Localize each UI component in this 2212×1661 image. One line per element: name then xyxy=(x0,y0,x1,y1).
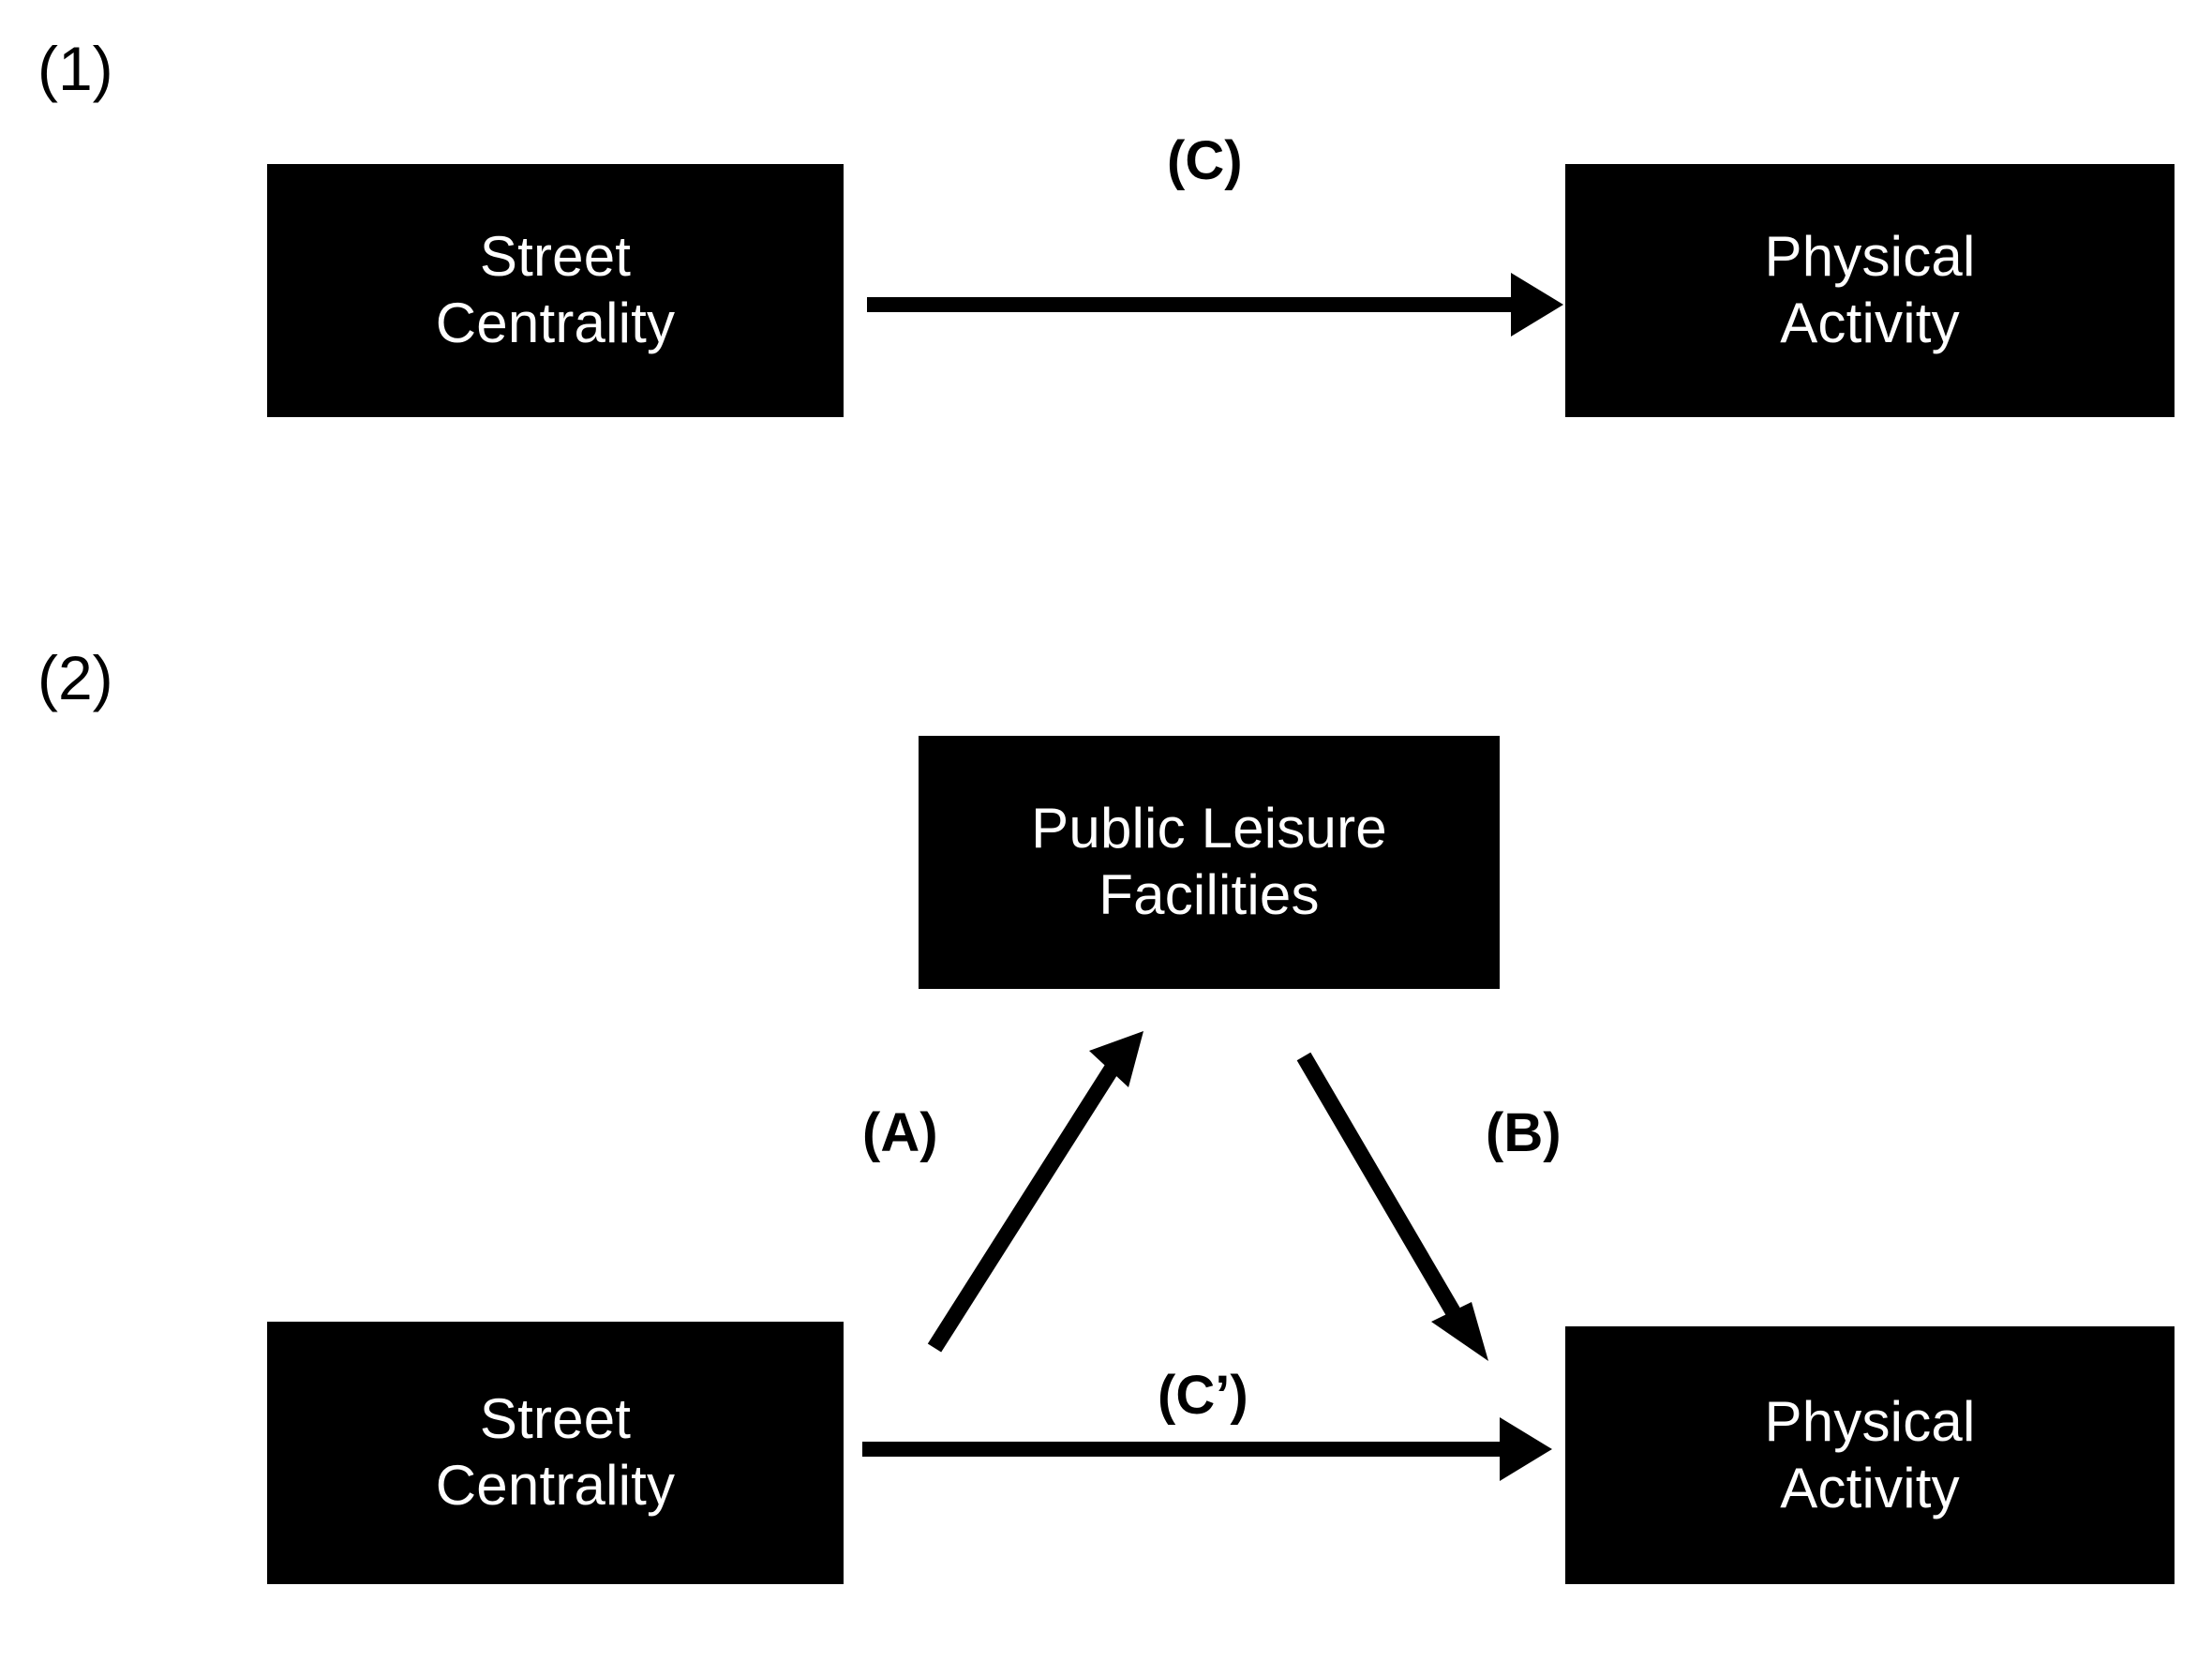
box-street-centrality-panel1: Street Centrality xyxy=(267,164,844,417)
box-public-leisure-facilities-line1: Public Leisure xyxy=(1031,797,1387,860)
arrow-path-b xyxy=(1296,1052,1488,1361)
box-physical-activity-panel1-line1: Physical xyxy=(1764,225,1976,289)
path-label-b: (B) xyxy=(1486,1102,1562,1163)
panel-2-index-label: (2) xyxy=(37,643,113,712)
box-physical-activity-panel2-line2: Activity xyxy=(1780,1456,1960,1519)
box-physical-activity-panel1: Physical Activity xyxy=(1565,164,2175,417)
arrow-path-c xyxy=(867,273,1563,337)
box-street-centrality-panel1-line2: Centrality xyxy=(435,292,676,354)
panel-1-index-label: (1) xyxy=(37,34,113,103)
box-street-centrality-panel2: Street Centrality xyxy=(267,1322,844,1584)
box-street-centrality-panel2-line2: Centrality xyxy=(435,1454,676,1517)
box-public-leisure-facilities: Public Leisure Facilities xyxy=(919,736,1500,989)
path-label-a: (A) xyxy=(862,1102,938,1163)
arrow-path-a xyxy=(927,1031,1143,1353)
box-physical-activity-panel2: Physical Activity xyxy=(1565,1326,2175,1584)
box-physical-activity-panel1-line2: Activity xyxy=(1780,292,1960,354)
box-street-centrality-panel2-line1: Street xyxy=(479,1387,632,1451)
box-physical-activity-panel2-line1: Physical xyxy=(1764,1389,1976,1453)
box-public-leisure-facilities-line2: Facilities xyxy=(1099,863,1320,926)
arrow-path-c-prime xyxy=(862,1417,1552,1481)
box-street-centrality-panel1-line1: Street xyxy=(479,225,632,289)
path-label-c: (C) xyxy=(1167,130,1243,191)
path-label-c-prime: (C’) xyxy=(1158,1365,1248,1426)
